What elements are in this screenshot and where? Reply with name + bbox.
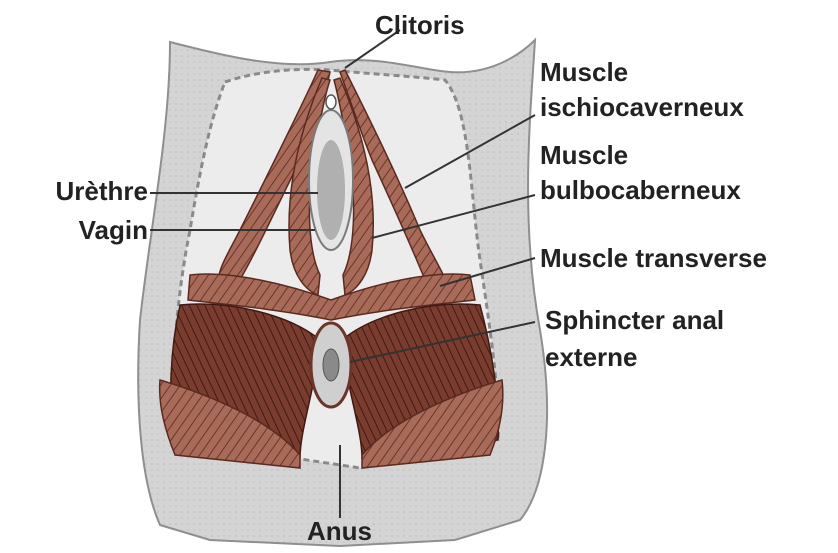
label-ischio-line2: ischiocaverneux: [540, 92, 744, 122]
label-sphincter-line1: Sphincter anal: [545, 305, 724, 335]
label-anus: Anus: [307, 516, 372, 546]
urethral-opening: [326, 95, 336, 109]
label-clitoris: Clitoris: [375, 10, 465, 40]
label-vagin: Vagin: [0, 215, 148, 245]
label-bulbo-line1: Muscle: [540, 140, 628, 170]
label-urethre: Urèthre: [0, 176, 148, 206]
label-sphincter-line2: externe: [545, 342, 638, 372]
anus: [323, 349, 339, 381]
label-bulbo-line2: bulbocaberneux: [540, 175, 741, 205]
label-ischio-line1: Muscle: [540, 57, 628, 87]
label-transverse: Muscle transverse: [540, 243, 767, 273]
